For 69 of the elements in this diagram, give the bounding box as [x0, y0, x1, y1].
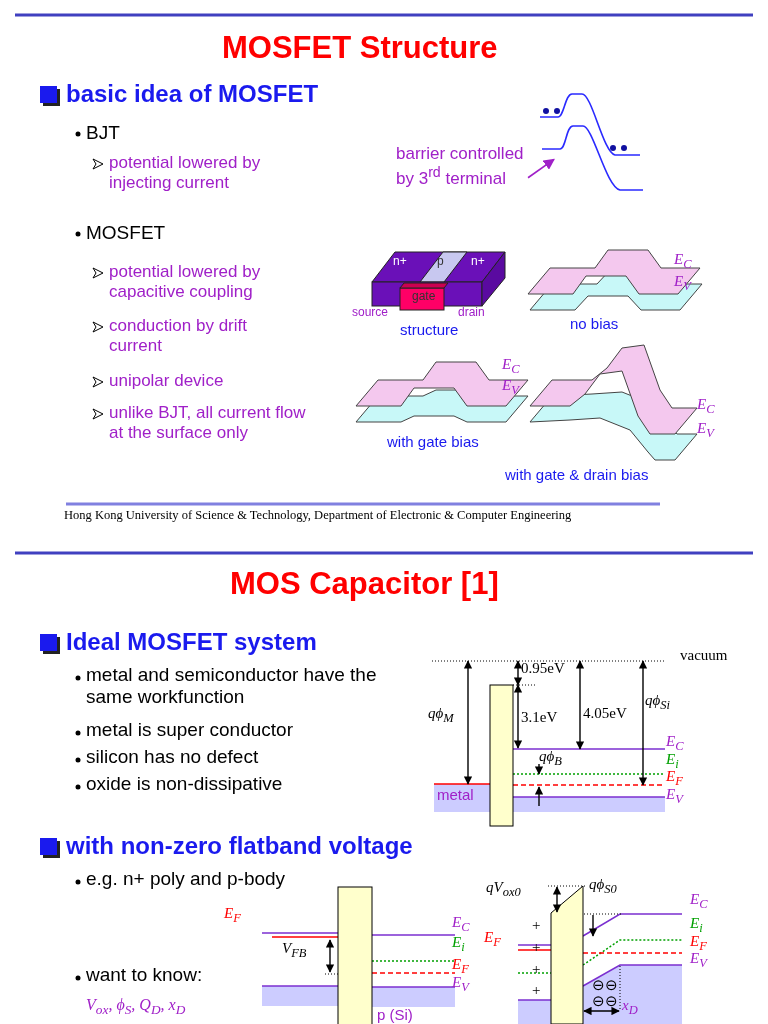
charge-sign: + — [532, 939, 541, 957]
band-label: E$_{V}$ — [502, 377, 519, 398]
charge-sign: ⊖⊖ — [592, 977, 618, 995]
band-label: E$_{C}$ — [674, 251, 692, 272]
charge-sign: ⊖⊖ — [592, 993, 618, 1011]
band-label: E$_{F}$ — [452, 956, 469, 977]
region-label: gate — [412, 290, 436, 304]
band-label: E$_{C}$ — [502, 356, 520, 377]
band-label: E$_{C}$ — [666, 733, 684, 754]
charge-sign: + — [532, 982, 541, 1000]
bullet-text: unipolar device — [109, 371, 225, 391]
dimension-label: 3.1eV — [521, 709, 558, 727]
band-label: E$_{V}$ — [666, 786, 683, 807]
bullet-text: want to know: — [86, 964, 203, 986]
bullet-text: V$_{ox}$, ϕ$_{S}$, Q$_{D}$, x$_{D}$ — [86, 996, 186, 1018]
charge-sign: + — [532, 961, 541, 979]
band-label: E$_{F}$ — [666, 768, 683, 789]
region-label: n+ — [471, 255, 485, 269]
bullet-text: potential lowered by capacitive coupling — [109, 262, 262, 302]
figure-caption: structure — [400, 321, 459, 339]
band-label: E$_{C}$ — [452, 914, 470, 935]
region-label: p (Si) — [377, 1006, 413, 1024]
region-label: n+ — [393, 255, 407, 269]
dimension-label: qϕ$_{S0}$ — [589, 876, 617, 897]
bullet-text: MOSFET — [86, 222, 166, 244]
bullet-text: metal and semiconductor have the same workfunction — [86, 664, 378, 708]
bullet-text: unlike BJT, all current flow at the surface only — [109, 403, 307, 443]
slide-title: MOSFET Structure — [222, 30, 498, 66]
dimension-label: V$_{FB}$ — [282, 940, 307, 961]
bullet-text: oxide is non-dissipative — [86, 773, 283, 795]
dimension-label: qV$_{ox0}$ — [486, 879, 521, 900]
bullet-text: BJT — [86, 122, 120, 144]
band-label: E$_{i}$ — [666, 751, 679, 771]
dimension-label: 4.05eV — [583, 705, 627, 723]
slide-title: MOS Capacitor [1] — [230, 566, 499, 602]
band-label: E$_{F}$ — [224, 905, 241, 926]
band-label: E$_{C}$ — [697, 396, 715, 417]
section-heading: basic idea of MOSFET — [66, 80, 319, 108]
band-label: vacuum — [680, 647, 728, 665]
dimension-label: x$_{D}$ — [622, 997, 638, 1018]
charge-sign: + — [532, 917, 541, 935]
dimension-label: qϕ$_{M}$ — [428, 705, 454, 726]
region-label: metal — [437, 786, 474, 804]
figure-caption: with gate & drain bias — [505, 466, 649, 484]
band-label: E$_{V}$ — [452, 974, 469, 995]
band-label: E$_{V}$ — [690, 950, 707, 971]
band-label: E$_{i}$ — [690, 915, 703, 936]
footer-text: Hong Kong University of Science & Technology, Department of Electronic & Computer Engineering — [64, 508, 572, 523]
section-heading: Ideal MOSFET system — [66, 628, 317, 656]
bullet-text: potential lowered by injecting current — [109, 153, 262, 193]
terminal-label: source — [352, 306, 389, 320]
region-label: p — [437, 255, 444, 269]
bullet-text: e.g. n+ poly and p-body — [86, 868, 286, 890]
figure-caption: no bias — [570, 315, 619, 333]
dimension-label: qϕ$_{Si}$ — [645, 692, 670, 713]
bullet-text: silicon has no defect — [86, 746, 259, 768]
terminal-label: drain — [458, 306, 485, 320]
band-label: E$_{F}$ — [690, 933, 707, 953]
band-label: E$_{V}$ — [674, 273, 691, 294]
band-label: E$_{V}$ — [697, 420, 714, 441]
band-label: E$_{C}$ — [690, 891, 708, 912]
band-label: E$_{i}$ — [452, 934, 465, 955]
figure-caption: with gate bias — [387, 433, 479, 451]
bullet-text: metal is super conductor — [86, 719, 293, 741]
section-heading: with non-zero flatband voltage — [66, 832, 413, 860]
band-label: E$_{F}$ — [484, 929, 501, 950]
dimension-label: qϕ$_{B}$ — [539, 748, 562, 769]
dimension-label: 0.95eV — [521, 660, 565, 678]
bullet-text: conduction by drift current — [109, 316, 248, 356]
